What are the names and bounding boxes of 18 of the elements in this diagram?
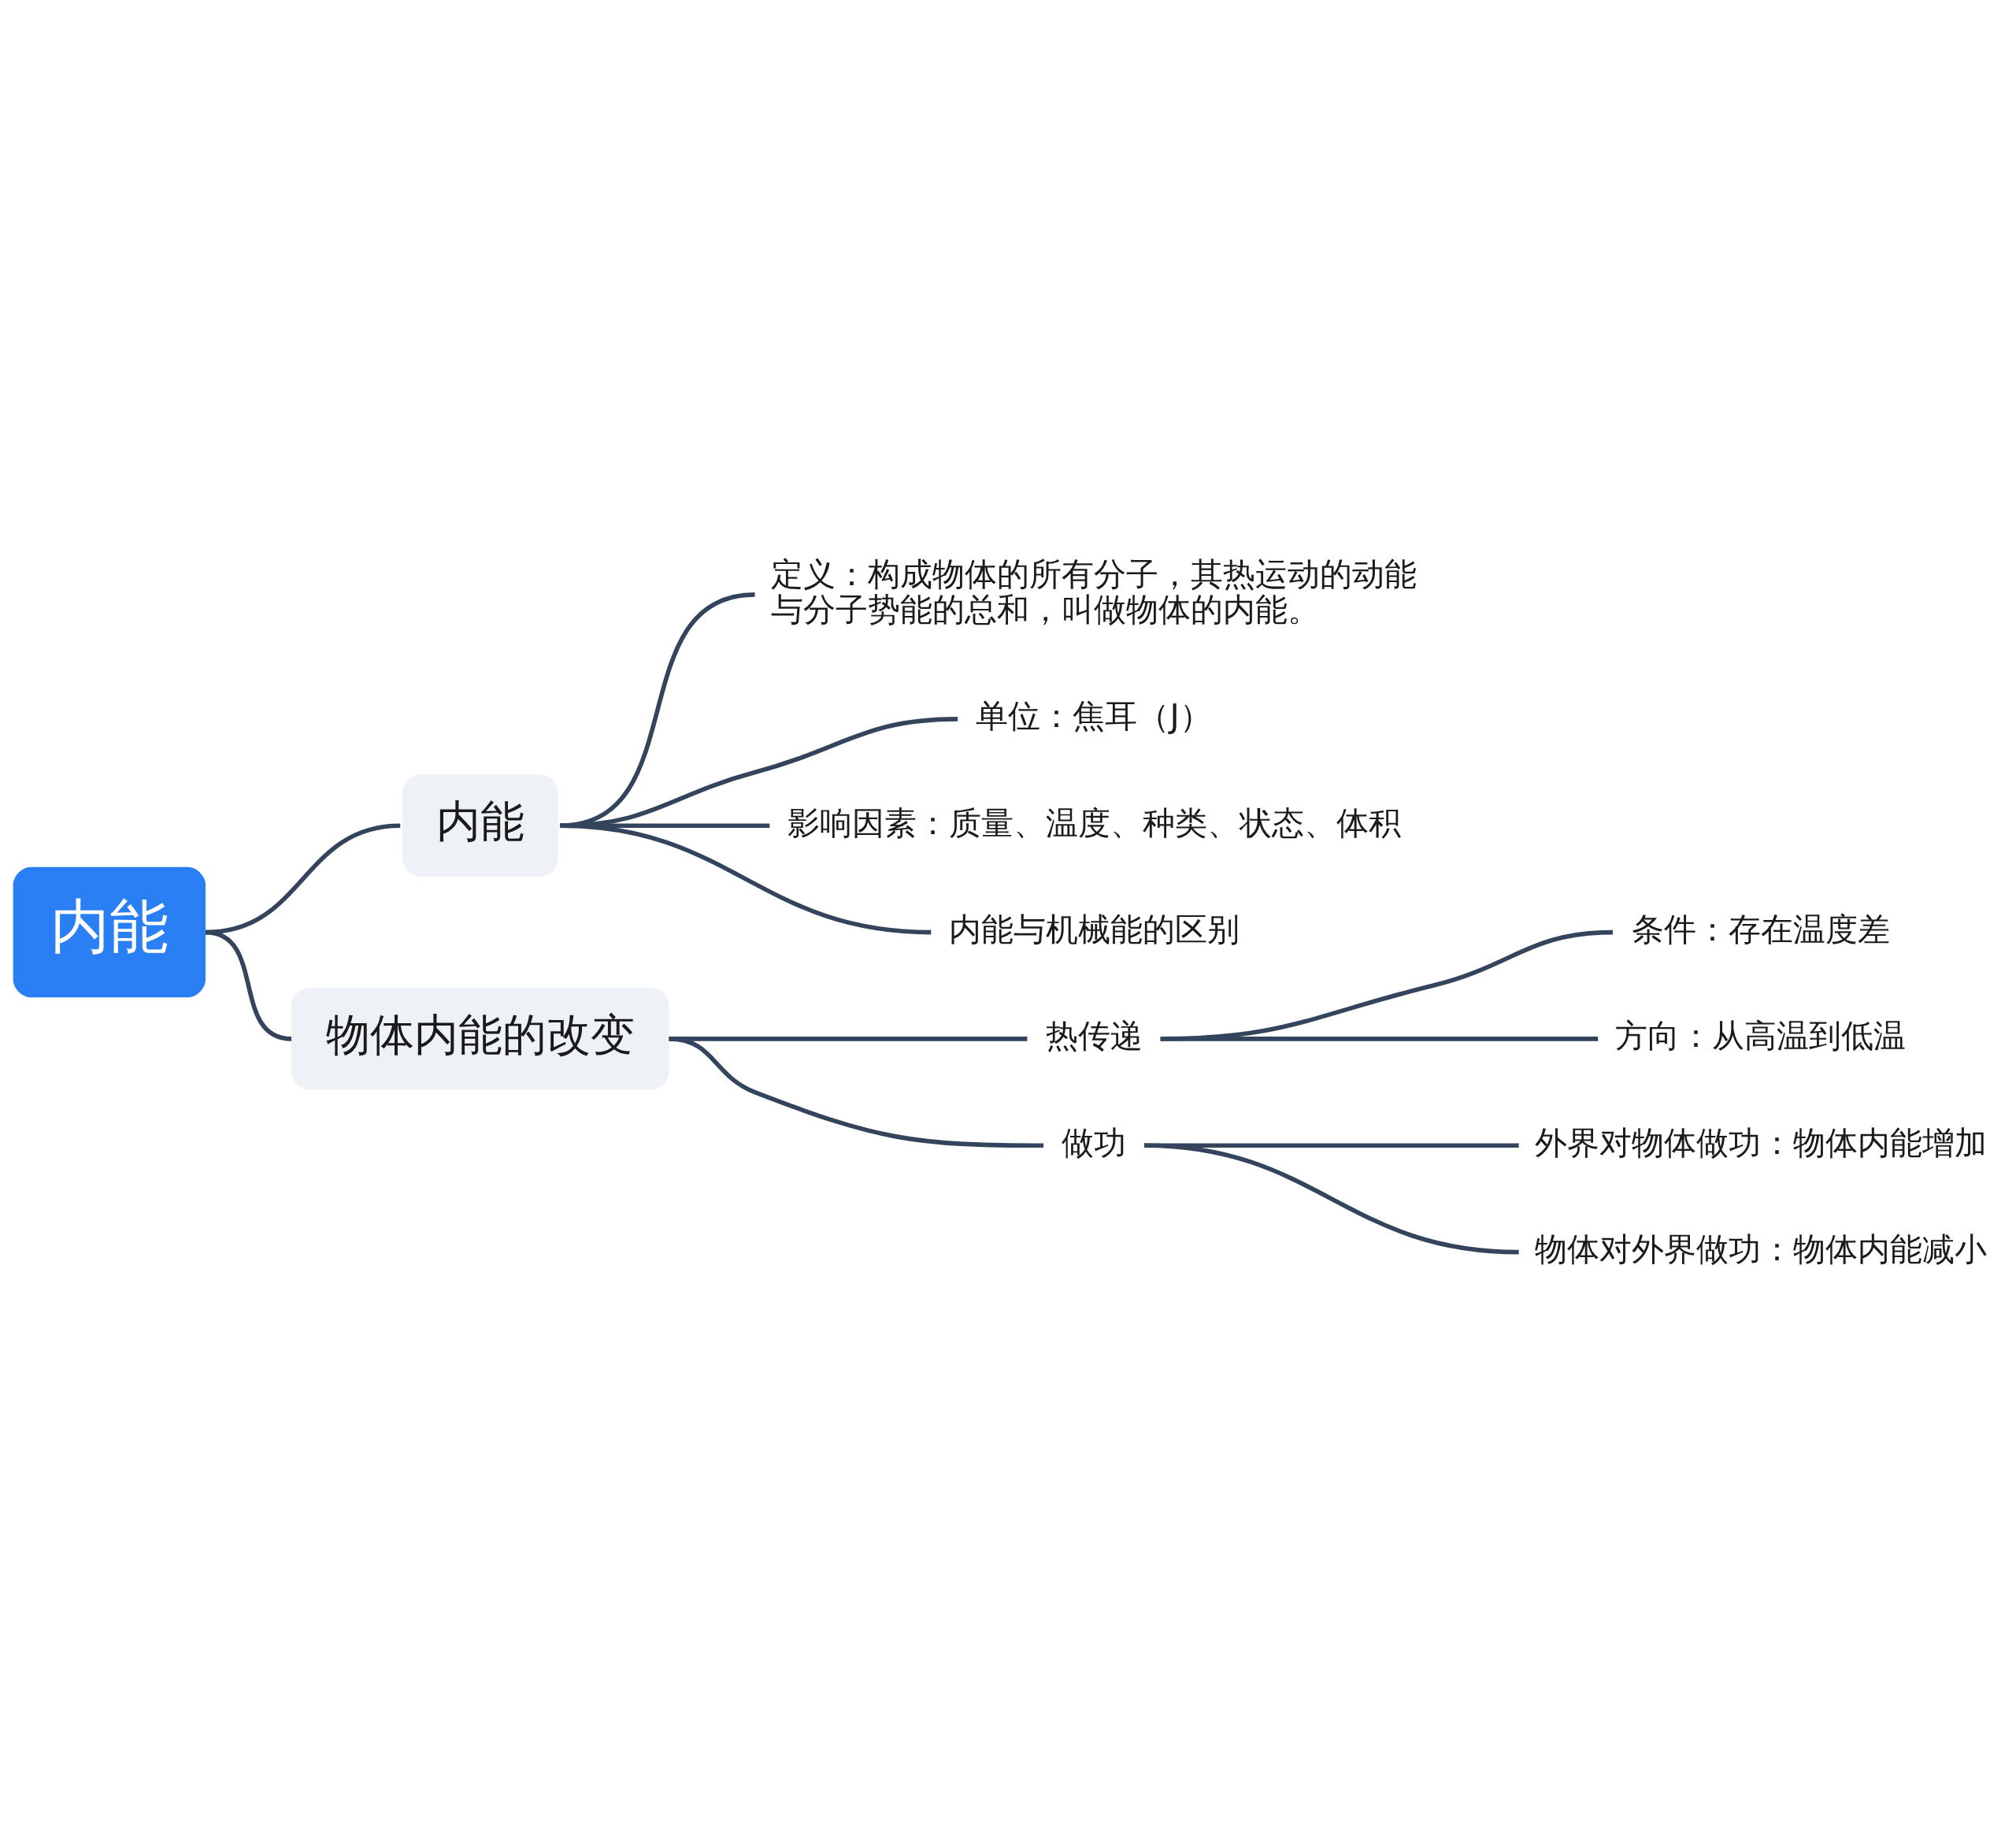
node-text: 影响因素：质量、温度、种类、状态、体积	[787, 803, 1401, 842]
connector	[669, 1037, 1044, 1148]
node-text: 做功	[1062, 1123, 1127, 1162]
node-box: 内能	[13, 866, 206, 998]
connector	[1160, 1037, 1599, 1041]
node-text: 热传递	[1045, 1017, 1143, 1055]
connector	[560, 823, 932, 935]
node-text: 内能与机械能的区别	[948, 911, 1240, 949]
node-text: 条件：存在温度差	[1631, 911, 1890, 949]
connector	[1143, 1143, 1519, 1255]
connector	[205, 929, 292, 1041]
node-box: 物体内能的改变	[291, 988, 669, 1090]
node-text: 外界对物体做功：物体内能增加	[1534, 1123, 1987, 1162]
connector	[1160, 929, 1614, 1041]
node-text: 定义：构成物体的所有分子，其热运动的动能与分子势能的总和，叫做物体的内能。	[771, 555, 1418, 629]
node-text: 单位：焦耳（J）	[976, 697, 1212, 736]
node-text: 物体对外界做功：物体内能减小	[1534, 1230, 1987, 1269]
node-text: 方向：从高温到低温	[1615, 1017, 1907, 1055]
